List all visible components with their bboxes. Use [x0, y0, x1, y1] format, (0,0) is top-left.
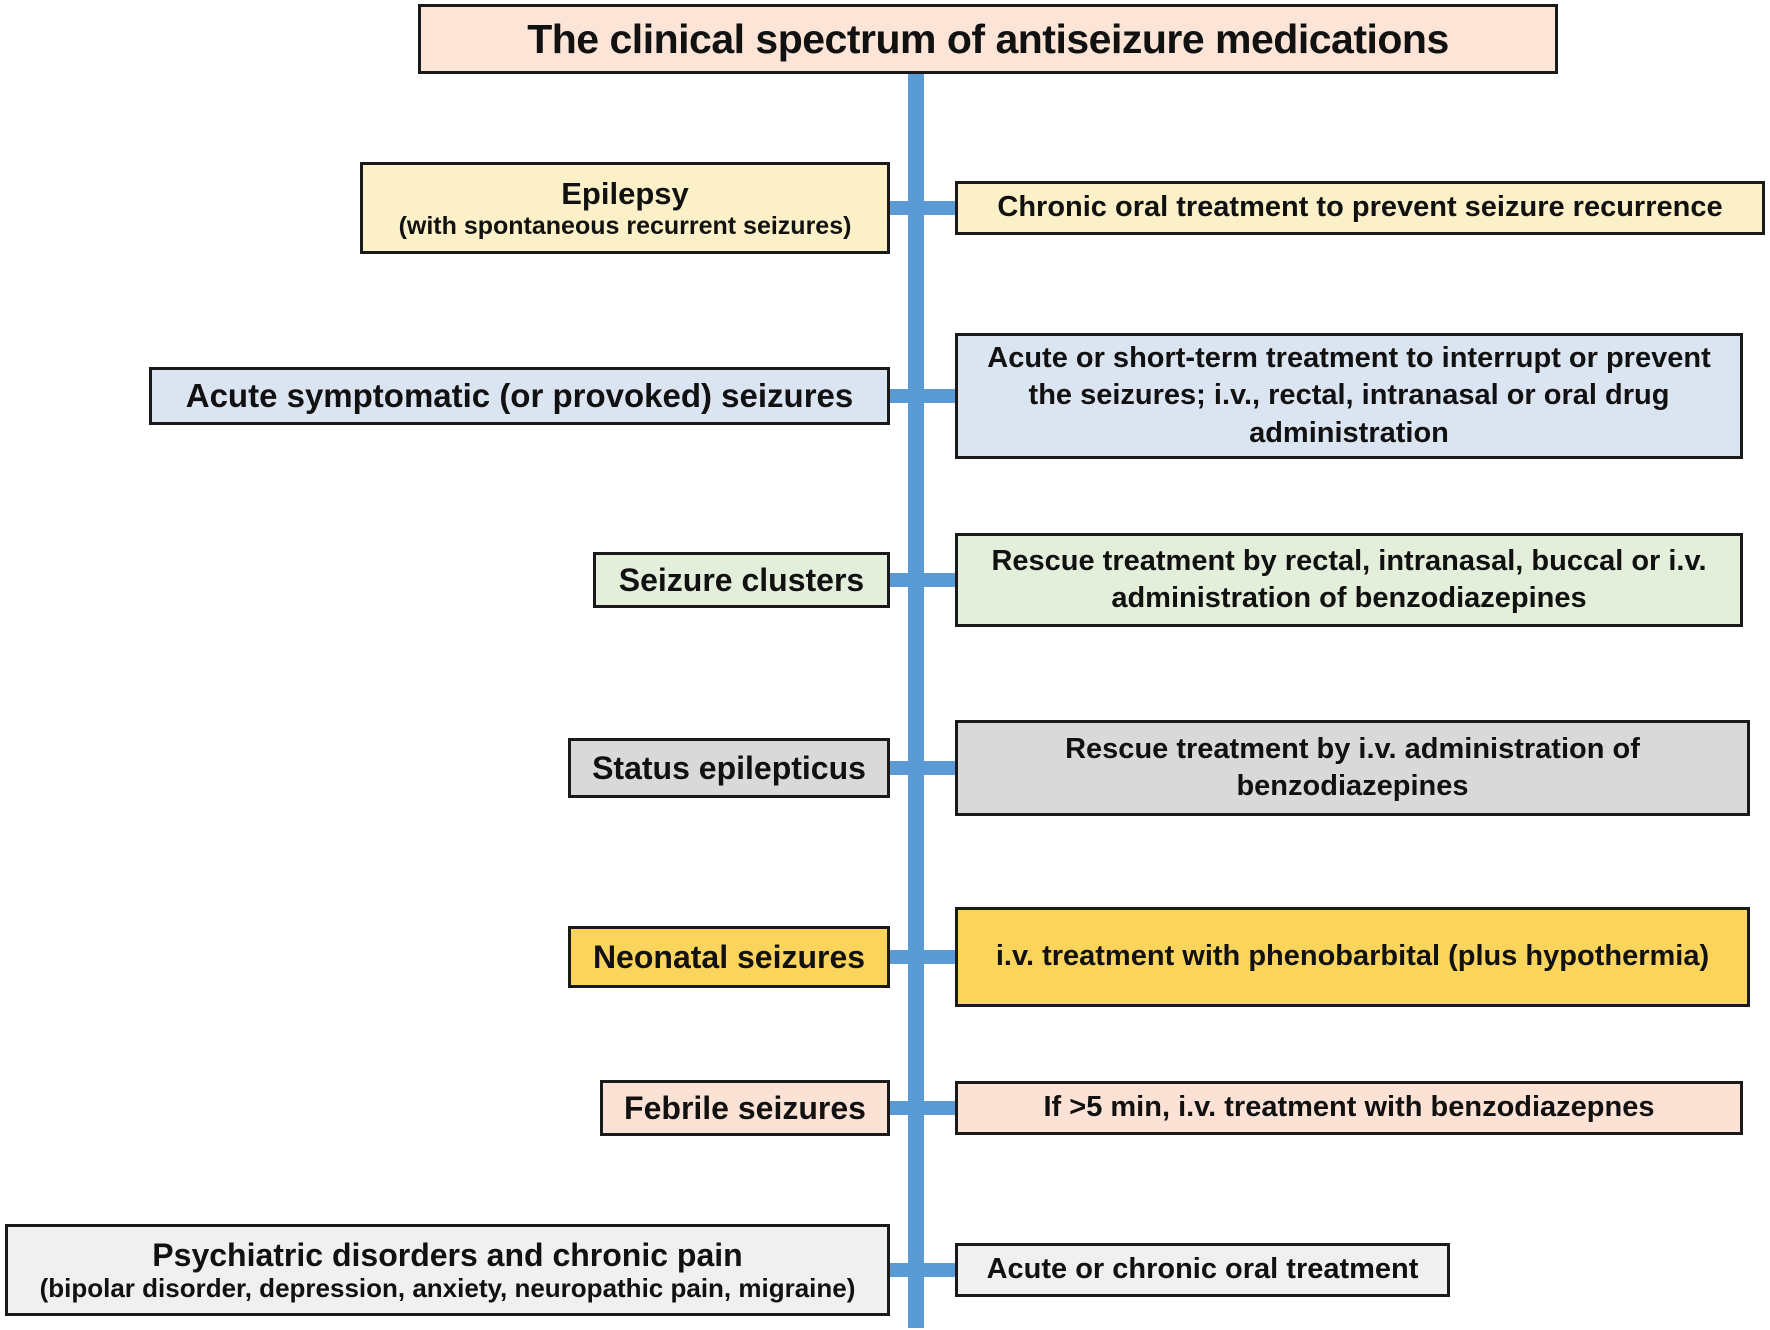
- condition-box-status-epilepticus: Status epilepticus: [568, 738, 890, 798]
- condition-label: Status epilepticus: [592, 749, 866, 786]
- treatment-label: Acute or short-term treatment to interru…: [987, 342, 1711, 449]
- treatment-label: i.v. treatment with phenobarbital (plus …: [995, 940, 1710, 973]
- condition-box-seizure-clusters: Seizure clusters: [593, 552, 890, 608]
- treatment-box-acute-symptomatic: Acute or short-term treatment to interru…: [955, 333, 1743, 459]
- condition-label: Epilepsy: [561, 176, 689, 212]
- condition-sublabel: (bipolar disorder, depression, anxiety, …: [39, 1273, 856, 1304]
- condition-box-psychiatric-disorders: Psychiatric disorders and chronic pain (…: [5, 1224, 890, 1316]
- treatment-box-status-epilepticus: Rescue treatment by i.v. administration …: [955, 720, 1750, 816]
- connector-acute-symptomatic: [872, 389, 968, 403]
- connector-status-epilepticus: [872, 761, 968, 775]
- connector-febrile-seizures: [872, 1101, 968, 1115]
- condition-box-epilepsy: Epilepsy (with spontaneous recurrent sei…: [360, 162, 890, 254]
- treatment-box-seizure-clusters: Rescue treatment by rectal, intranasal, …: [955, 533, 1743, 627]
- connector-epilepsy: [872, 201, 968, 215]
- connector-neonatal-seizures: [872, 950, 968, 964]
- connector-seizure-clusters: [872, 573, 968, 587]
- condition-label: Neonatal seizures: [592, 938, 866, 975]
- connector-psychiatric-disorders: [872, 1263, 968, 1277]
- treatment-label: Rescue treatment by rectal, intranasal, …: [991, 544, 1707, 614]
- condition-label: Febrile seizures: [624, 1089, 866, 1126]
- condition-label: Psychiatric disorders and chronic pain: [152, 1236, 743, 1273]
- treatment-box-febrile-seizures: If >5 min, i.v. treatment with benzodiaz…: [955, 1081, 1743, 1135]
- treatment-label: Acute or chronic oral treatment: [986, 1253, 1419, 1286]
- condition-label: Seizure clusters: [618, 561, 865, 598]
- condition-box-febrile-seizures: Febrile seizures: [600, 1080, 890, 1136]
- treatment-label: Rescue treatment by i.v. administration …: [1065, 732, 1640, 802]
- condition-box-neonatal-seizures: Neonatal seizures: [568, 926, 890, 988]
- treatment-box-neonatal-seizures: i.v. treatment with phenobarbital (plus …: [955, 907, 1750, 1007]
- condition-label: Acute symptomatic (or provoked) seizures: [185, 377, 854, 415]
- treatment-box-psychiatric-disorders: Acute or chronic oral treatment: [955, 1243, 1450, 1297]
- treatment-box-epilepsy: Chronic oral treatment to prevent seizur…: [955, 181, 1765, 235]
- central-timeline-line: [908, 72, 924, 1328]
- diagram-title: The clinical spectrum of antiseizure med…: [418, 4, 1558, 74]
- treatment-label: If >5 min, i.v. treatment with benzodiaz…: [1043, 1091, 1655, 1124]
- condition-sublabel: (with spontaneous recurrent seizures): [398, 212, 852, 241]
- condition-box-acute-symptomatic: Acute symptomatic (or provoked) seizures: [149, 367, 890, 425]
- treatment-label: Chronic oral treatment to prevent seizur…: [997, 191, 1723, 224]
